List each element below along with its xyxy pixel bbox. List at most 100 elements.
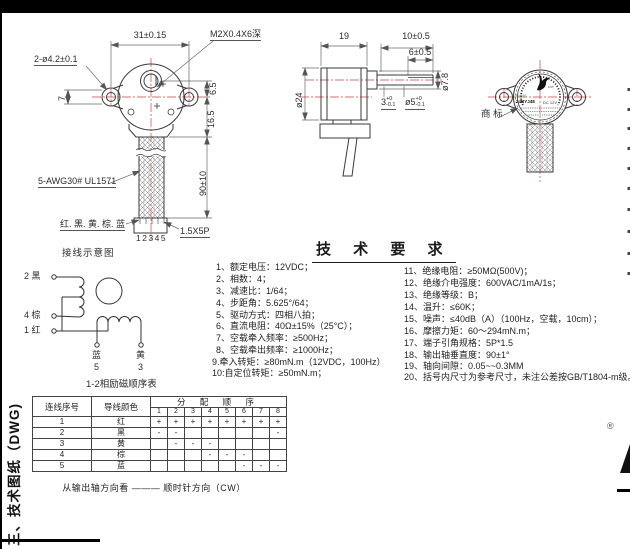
wiring-terminal-red: 1 红 — [24, 325, 41, 335]
sequence-cell: - — [201, 449, 219, 461]
side-centerlines — [300, 79, 442, 98]
sequence-cell — [184, 427, 202, 439]
wire-color-cell: 黄 — [91, 438, 151, 450]
sequence-cell — [167, 460, 185, 472]
front-connector-spec: 1.5X5P — [180, 226, 210, 238]
step: 7 — [252, 407, 270, 417]
sequence-cell — [235, 438, 253, 450]
sequence-cell: - — [167, 427, 185, 439]
front-dim-shaft-offset: 6.5 — [208, 82, 218, 95]
tech-req-item: 10:自定位转矩：≥50mN.m； — [212, 368, 327, 378]
wire-no-cell: 2 — [32, 427, 92, 439]
top-border — [0, 0, 630, 13]
tech-req-item: 17、端子引角规格：5P*1.5 — [404, 338, 514, 348]
wire-no-cell: 4 — [32, 449, 92, 461]
wiring-title: 接线示意图 — [62, 248, 115, 259]
side-dimensions — [302, 42, 441, 121]
front-wire-colors: 红. 黑. 黄. 棕. 蓝 — [60, 219, 126, 231]
sticker-voltage: DC 12V — [543, 99, 558, 105]
tech-req-item: 3、减速比：1/64； — [216, 286, 293, 296]
sequence-cell — [252, 438, 270, 450]
sequence-cell — [201, 460, 219, 472]
sequence-cell: + — [235, 416, 253, 428]
sequence-cell: + — [201, 416, 219, 428]
bottom-right-border — [617, 489, 630, 492]
registered-trademark: ® — [607, 421, 614, 431]
tech-req-item: 2、相数：4； — [216, 274, 272, 284]
sequence-cell: + — [252, 416, 270, 428]
front-view — [64, 40, 214, 240]
wiring-terminal-blue-num: 5 — [94, 362, 100, 372]
side-dim-body-length: 19 — [338, 31, 349, 41]
header-sequence: 分 配 顺 序 — [150, 396, 287, 408]
front-dim-holes: 2-ø4.2±0.1 — [34, 54, 78, 66]
sequence-cell: - — [235, 460, 253, 472]
sequence-cell — [218, 438, 236, 450]
sequence-cell — [218, 427, 236, 439]
step: 6 — [235, 407, 253, 417]
tech-req-item: 7、空载牵入频率：≥500Hz； — [216, 333, 333, 343]
wire-color-cell: 棕 — [91, 449, 151, 461]
side-dim-shaft-length: 10±0.5 — [402, 31, 430, 41]
sheet-side-label: 三、技术图纸（DWG) — [7, 403, 22, 546]
table-footer-note: 从输出轴方向看 ——— 顺时针方向（CW） — [62, 483, 246, 493]
step: 2 — [167, 407, 185, 417]
tech-req-item: 1、额定电压：12VDC； — [216, 262, 314, 272]
side-dim-body-dia: ø24 — [294, 92, 304, 108]
sequence-cell — [252, 427, 270, 439]
sequence-cell — [150, 460, 168, 472]
right-edge-clipped-text — [627, 88, 630, 275]
tech-req-item: 8、空载牵出频率：≥1000Hz； — [216, 345, 338, 355]
wire-color-cell: 蓝 — [91, 460, 151, 472]
sequence-cell: - — [167, 438, 185, 450]
tech-req-item: 20、括号内尺寸为参考尺寸，未注公差按GB/T1804-m级。 — [404, 372, 630, 382]
step: 8 — [269, 407, 287, 417]
side-view — [300, 42, 442, 177]
sticker-lot: LOT — [548, 85, 554, 89]
sequence-cell — [235, 427, 253, 439]
wiring-terminal-yellow-num: 3 — [138, 362, 144, 372]
sequence-cell — [201, 427, 219, 439]
rear-view — [488, 60, 593, 182]
front-dim-wire-length: 90±10 — [198, 171, 208, 196]
front-wire-spec: 5-AWG30# UL1571 — [38, 176, 117, 188]
sequence-cell: - — [201, 438, 219, 450]
tech-req-item: 9.牵入转矩：≥80mN.m（12VDC，100Hz） — [212, 357, 386, 367]
wiring-terminal-blue: 蓝 — [92, 350, 102, 360]
header-wire-no: 连线序号 — [32, 396, 92, 417]
sequence-cell — [150, 438, 168, 450]
sequence-cell: + — [218, 416, 236, 428]
side-dim-shaft-dia: ø5+0-0.1 — [405, 97, 425, 111]
sequence-cell: + — [167, 416, 185, 428]
corner-logo-triangle — [620, 444, 630, 473]
sequence-cell — [167, 449, 185, 461]
trademark-callout: 商 标 — [481, 109, 503, 120]
tech-req-item: 15、噪声：≤40dB（A）（100Hz，空载，10cm）； — [404, 314, 602, 324]
sequence-cell — [184, 449, 202, 461]
sticker-model: 24BYJ48 — [516, 99, 535, 104]
bottom-left-border — [0, 539, 100, 542]
front-dim-center-to-neck: 16.5 — [206, 110, 216, 128]
step: 4 — [201, 407, 219, 417]
tech-req-item: 4、步距角：5.625°/64； — [216, 298, 314, 308]
sequence-cell: - — [235, 449, 253, 461]
tech-req-item: 12、绝缘介电强度：600VAC/1mA/1s； — [404, 278, 561, 288]
wire-no-cell: 3 — [32, 438, 92, 450]
tech-req-item: 11、绝缘电阻：≥50MΩ(500V)； — [404, 266, 533, 276]
step: 1 — [150, 407, 168, 417]
front-dim-tap: M2X0.4X6深 — [210, 29, 262, 41]
wire-no-cell: 5 — [32, 460, 92, 472]
sequence-table-caption: 1-2相励磁顺序表 — [86, 379, 157, 390]
sequence-cell — [184, 460, 202, 472]
front-dimensions — [64, 40, 214, 230]
tech-req-item: 13、绝缘等级：B； — [404, 290, 484, 300]
wiring-terminal-black: 2 黑 — [24, 271, 41, 281]
sequence-cell — [252, 449, 270, 461]
sequence-cell: - — [218, 449, 236, 461]
